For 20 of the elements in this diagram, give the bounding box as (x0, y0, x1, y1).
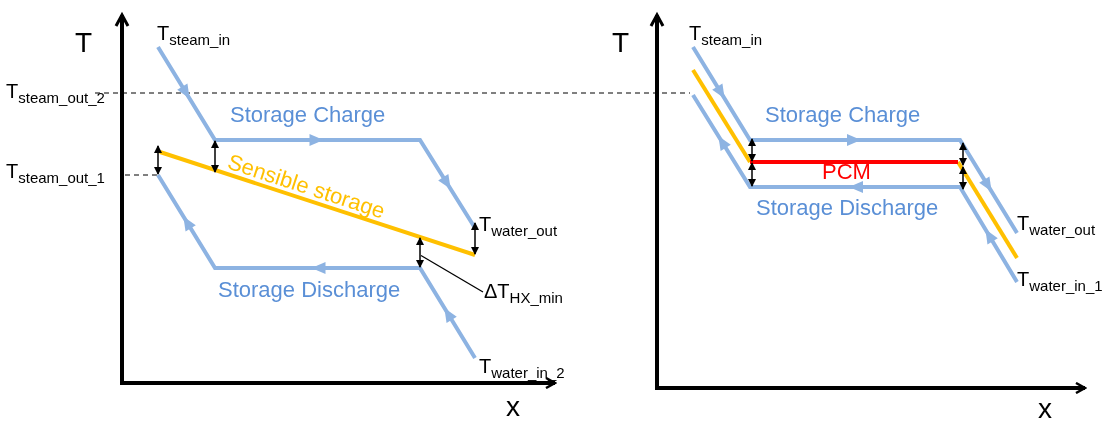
temperature-label: T$_{steam_in}$ (157, 22, 231, 49)
temperature-label: T$_{water_in_1}$ (1017, 268, 1103, 295)
axis-label: x (506, 392, 520, 423)
dimension-arrow (416, 237, 424, 268)
temperature-label: T$_{water_in_2}$ (479, 355, 565, 382)
temperature-label: T$_{water_out}$ (1017, 212, 1096, 239)
temperature-label: T$_{steam_out_1}$ (6, 160, 105, 187)
axis-label: T (75, 28, 93, 59)
curve-label: PCM (822, 160, 871, 185)
temperature-label: T$_{steam_out_2}$ (6, 80, 105, 107)
temperature-difference-label: ΔT$_{HX_min}$ (484, 280, 563, 307)
curve-label: Storage Charge (765, 103, 921, 128)
axis-label: x (1038, 394, 1052, 425)
leader-line (420, 254, 484, 293)
temperature-label: T$_{steam_in}$ (689, 22, 763, 49)
axis-label: T (612, 28, 630, 59)
curve-label: Storage Discharge (756, 196, 939, 221)
curve-label: Storage Discharge (218, 278, 401, 303)
curve-label: Storage Charge (230, 103, 386, 128)
temperature-label: T$_{water_out}$ (479, 213, 558, 240)
